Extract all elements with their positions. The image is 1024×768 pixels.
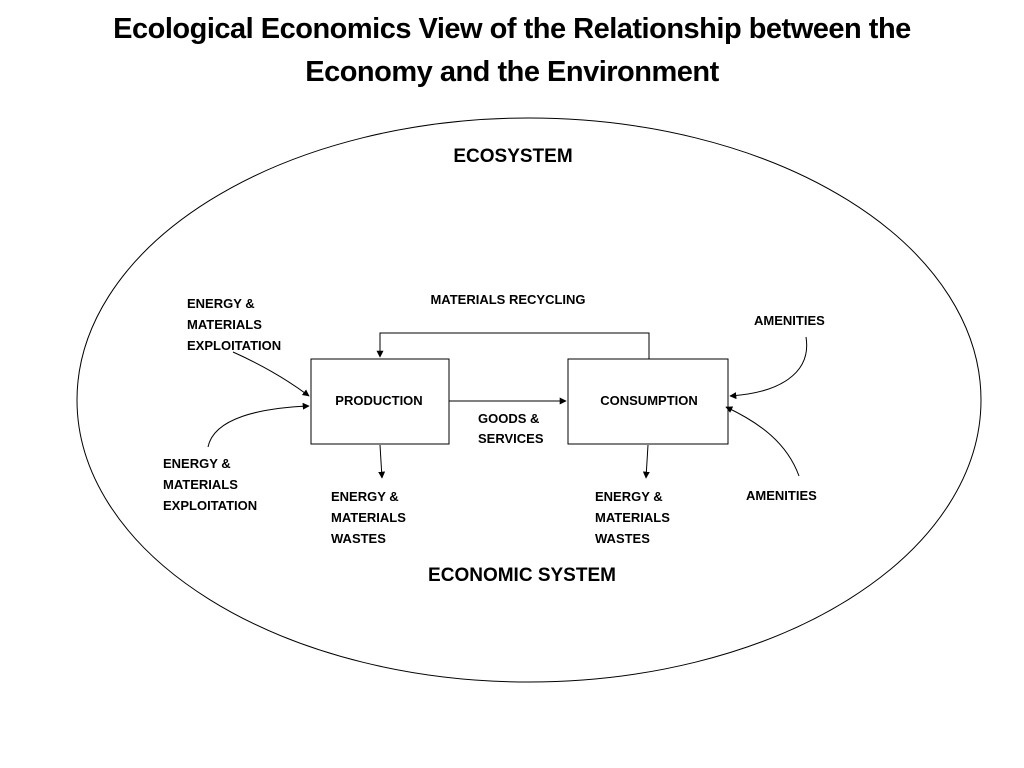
exploitation-top-label: ENERGY & MATERIALS EXPLOITATION [187,296,281,353]
exploitation-bottom-line-1: ENERGY & [163,456,231,471]
production-label: PRODUCTION [335,393,422,408]
goods-services-line-2: SERVICES [478,431,544,446]
wastes-production-label: ENERGY & MATERIALS WASTES [331,489,410,546]
economic-system-label: ECONOMIC SYSTEM [428,565,616,586]
goods-services-label: GOODS & SERVICES [478,411,544,446]
amenities-bottom-arrow [725,406,800,477]
amenities-top-arrow [729,336,808,400]
page-title: Ecological Economics View of the Relatio… [0,8,1024,94]
wastes-consumption-line-1: ENERGY & [595,489,663,504]
ecosystem-boundary [76,117,982,683]
wastes-production-line-1: ENERGY & [331,489,399,504]
exploitation-top-line-2: MATERIALS [187,317,262,332]
materials-recycling-arrow [376,332,650,359]
wastes-consumption-line-2: MATERIALS [595,510,670,525]
exploitation-bottom-line-3: EXPLOITATION [163,498,257,513]
exploitation-top-line-1: ENERGY & [187,296,255,311]
ecosystem-label: ECOSYSTEM [453,146,572,167]
consumption-label: CONSUMPTION [600,393,698,408]
production-box [310,358,450,445]
materials-recycling-label: MATERIALS RECYCLING [430,292,585,307]
exploitation-top-arrow [232,351,310,397]
wastes-production-arrow [378,444,386,479]
wastes-consumption-label: ENERGY & MATERIALS WASTES [595,489,674,546]
wastes-consumption-line-3: WASTES [595,531,650,546]
amenities-top-label: AMENITIES [754,313,825,328]
amenities-bottom-label: AMENITIES [746,488,817,503]
exploitation-bottom-label: ENERGY & MATERIALS EXPLOITATION [163,456,257,513]
wastes-production-line-3: WASTES [331,531,386,546]
consumption-box [567,358,729,445]
exploitation-bottom-arrow [207,402,310,448]
exploitation-top-line-3: EXPLOITATION [187,338,281,353]
title-line-2: Economy and the Environment [305,56,719,88]
wastes-production-line-2: MATERIALS [331,510,406,525]
title-line-1: Ecological Economics View of the Relatio… [113,13,911,45]
wastes-consumption-arrow [642,444,650,479]
goods-services-line-1: GOODS & [478,411,539,426]
exploitation-bottom-line-2: MATERIALS [163,477,238,492]
